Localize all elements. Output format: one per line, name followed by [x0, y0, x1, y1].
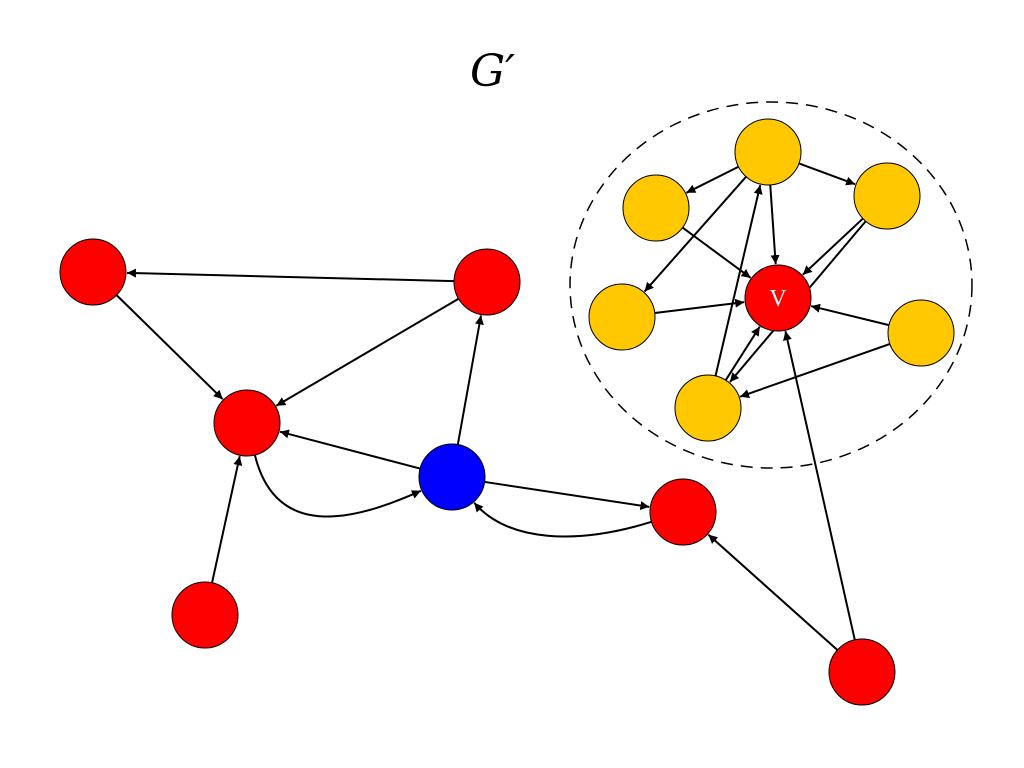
node-r6	[828, 638, 896, 706]
node-r5	[649, 478, 717, 546]
nodes-layer: V	[59, 118, 955, 706]
edge-b-to-r2	[456, 315, 484, 445]
edge-r2-to-r1	[126, 268, 455, 283]
node-r1	[59, 238, 127, 306]
node-v	[744, 264, 812, 332]
node-b	[418, 443, 486, 511]
cluster-boundary	[569, 101, 973, 469]
edge-r1-to-r3	[115, 294, 224, 400]
node-y3	[853, 162, 921, 230]
edge-y6-to-v	[724, 326, 761, 381]
node-y2	[622, 174, 690, 242]
edge-y5-to-y6	[739, 343, 891, 398]
edge-y1-to-y2	[685, 165, 739, 194]
edge-y2-to-v	[681, 226, 752, 279]
node-y5	[887, 299, 955, 367]
edge-y5-to-v	[810, 303, 890, 327]
edge-y1-to-y3	[798, 162, 856, 186]
edge-y3-to-v	[802, 217, 864, 276]
edge-b-to-r3	[279, 429, 421, 470]
edge-r6-to-r5	[707, 533, 839, 651]
edge-r6-to-v	[783, 330, 856, 641]
edge-y6-to-y1	[714, 184, 763, 377]
node-r4	[171, 581, 239, 649]
edge-b-to-r5	[484, 480, 650, 511]
edges-layer	[115, 162, 891, 651]
edge-y1-to-y4	[643, 176, 747, 293]
node-r3	[213, 389, 281, 457]
edge-r4-to-r3	[211, 456, 243, 583]
node-label-v: V	[769, 286, 787, 312]
edge-y1-to-v	[769, 184, 780, 265]
edge-r2-to-r3	[275, 297, 460, 407]
node-y4	[588, 283, 656, 351]
edge-r5-to-b	[473, 502, 652, 538]
node-r2	[453, 248, 521, 316]
node-y6	[674, 374, 742, 442]
node-y1	[734, 118, 802, 186]
edge-y4-to-v	[654, 298, 745, 315]
graph-title: G′	[470, 46, 515, 97]
edge-r3-to-b	[253, 454, 422, 518]
